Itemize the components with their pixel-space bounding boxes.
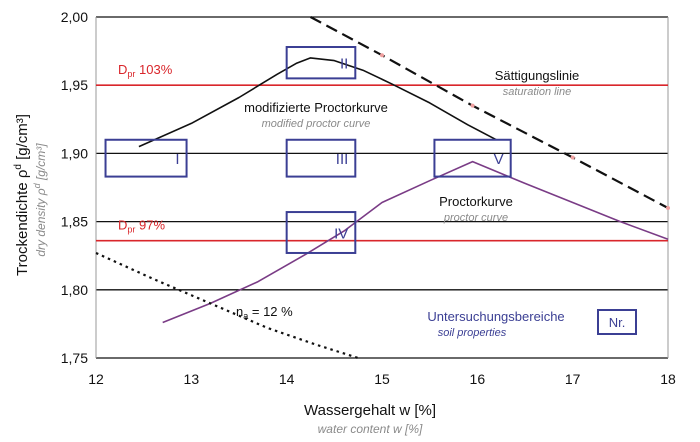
series-line bbox=[138, 57, 497, 148]
chart-text: 1,75 1,80 1,85 1,90 1,95 2,00 12 13 14 15 16 17 18 Dp… bbox=[13, 9, 676, 436]
y-tick-label: 1,85 bbox=[61, 214, 88, 230]
region-label: II bbox=[340, 56, 348, 73]
legend-box-label: Nr. bbox=[609, 315, 626, 330]
legend-title: Untersuchungsbereiche bbox=[427, 309, 564, 324]
proctor-sublabel: proctor curve bbox=[443, 212, 508, 224]
regions bbox=[104, 46, 637, 335]
grid-lines bbox=[96, 16, 668, 359]
series-lines bbox=[95, 16, 670, 360]
x-axis-subtitle: water content w [%] bbox=[318, 422, 423, 436]
region-box bbox=[285, 138, 357, 178]
x-tick-label: 16 bbox=[470, 371, 486, 387]
y-tick-label: 1,75 bbox=[61, 350, 88, 366]
x-tick-label: 15 bbox=[374, 371, 390, 387]
region-box bbox=[285, 211, 357, 254]
y-tick-label: 1,90 bbox=[61, 145, 88, 161]
x-axis-title: Wassergehalt w [%] bbox=[304, 402, 436, 419]
region-label: IV bbox=[334, 226, 348, 243]
y-tick-label: 2,00 bbox=[61, 9, 88, 25]
x-tick-label: 13 bbox=[184, 371, 200, 387]
region-box bbox=[104, 138, 188, 178]
saturation-marker bbox=[380, 53, 384, 58]
x-tick-label: 12 bbox=[88, 371, 104, 387]
reference-lines bbox=[96, 84, 668, 242]
reference-label: Dpr 97% bbox=[118, 218, 165, 235]
modified-proctor-sublabel: modified proctor curve bbox=[262, 118, 371, 130]
region-label: V bbox=[494, 151, 504, 168]
y-tick-label: 1,95 bbox=[61, 77, 88, 93]
y-tick-label: 1,80 bbox=[61, 282, 88, 298]
legend-subtitle: soil properties bbox=[438, 327, 507, 339]
axes bbox=[95, 17, 669, 358]
y-axis-subtitle: dry density ρd [g/cm³] bbox=[32, 143, 48, 257]
series-line bbox=[95, 251, 359, 360]
region-label: I bbox=[175, 151, 179, 168]
saturation-marker bbox=[570, 155, 575, 160]
proctor-label: Proctorkurve bbox=[439, 194, 513, 209]
region-box bbox=[285, 46, 357, 80]
modified-proctor-label: modifizierte Proctorkurve bbox=[244, 100, 388, 115]
reference-label: Dpr 103% bbox=[118, 62, 173, 79]
saturation-sublabel: saturation line bbox=[503, 86, 572, 98]
x-tick-label: 18 bbox=[660, 371, 676, 387]
y-axis-title: Trockendichte ρd [g/cm³] bbox=[13, 114, 31, 276]
region-label: III bbox=[336, 151, 349, 168]
x-tick-label: 14 bbox=[279, 371, 295, 387]
na-label: na = 12 % bbox=[236, 304, 293, 321]
saturation-marker bbox=[470, 103, 475, 108]
region-box bbox=[433, 138, 512, 178]
series-line bbox=[162, 160, 669, 324]
legend-box bbox=[597, 309, 637, 335]
saturation-marker bbox=[666, 205, 670, 210]
x-tick-label: 17 bbox=[565, 371, 581, 387]
saturation-label: Sättigungslinie bbox=[495, 68, 580, 83]
